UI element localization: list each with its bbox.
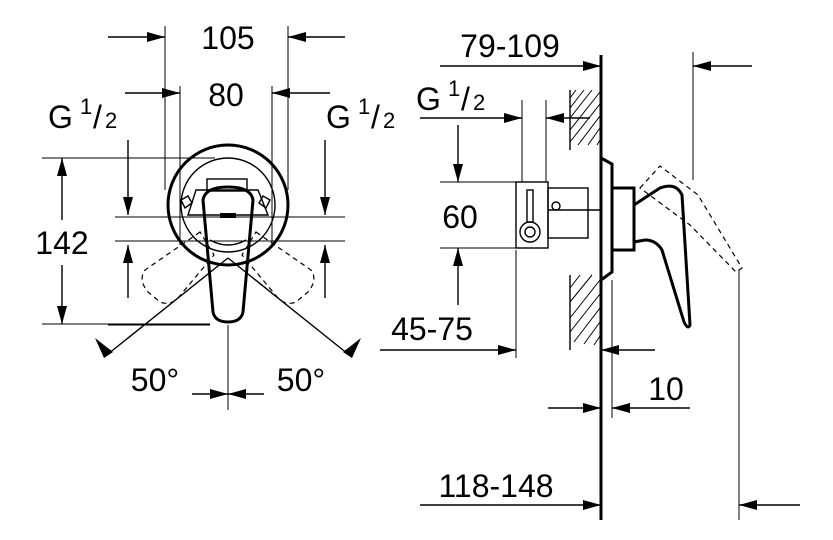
handle-indicator [220,213,236,218]
dim-width-inner: 80 [208,77,244,113]
dimension-60: 60 [440,125,516,305]
front-view: 105 80 G 1 / 2 G 1 / 2 [35,20,395,410]
svg-text:/: / [371,99,380,135]
handle-rotated-right [241,231,315,304]
handle-rotated-left [141,231,215,304]
side-view: 79-109 G 1 / 2 60 [380,28,800,520]
handle-side [632,184,692,329]
dim-wall-depth: 45-75 [391,311,473,347]
dim-height: 142 [35,225,88,261]
cover-plate-side [600,156,614,282]
dimension-105: 105 [108,20,345,190]
dim-total-projection: 118-148 [438,468,553,504]
g-letter-right: G [326,99,351,135]
wall-hatching [569,55,603,520]
valve-body-side [515,181,636,252]
svg-text:/: / [93,99,102,135]
dim-plate-thickness: 10 [648,371,684,407]
g-den-side: 2 [473,90,485,115]
svg-text:/: / [461,81,470,117]
angle-right: 50° [277,362,325,398]
dimension-80: 80 [125,77,330,245]
cover-plate-inner [180,157,276,253]
g-letter-left: G [48,99,73,135]
g-num-left: 1 [80,94,92,119]
g-num-right: 1 [358,94,370,119]
dim-width-outer: 105 [201,20,254,56]
connection-label-side: G 1 / 2 [416,76,590,182]
connection-label-right: G 1 / 2 [320,94,395,298]
g-den-right: 2 [383,108,395,133]
cover-plate [166,143,290,267]
angle-left: 50° [131,362,179,398]
dimension-10: 10 [548,280,690,418]
dimension-79-109: 79-109 [440,28,752,180]
dimension-142: 142 [35,157,215,325]
handle-side-rotated [639,165,743,273]
angle-line-left [107,257,229,355]
dim-projection: 79-109 [460,28,560,64]
g-den-left: 2 [105,108,117,133]
connection-label-left: G 1 / 2 [48,94,133,298]
dim-inlet-height: 60 [442,199,478,235]
angle-line-right [227,257,349,355]
valve-body-front [180,178,271,216]
dimension-118-148: 118-148 [420,270,800,520]
g-letter-side: G [416,81,441,117]
mixer-handle [201,185,255,324]
dimension-45-75: 45-75 [380,250,655,358]
g-num-side: 1 [448,76,460,101]
